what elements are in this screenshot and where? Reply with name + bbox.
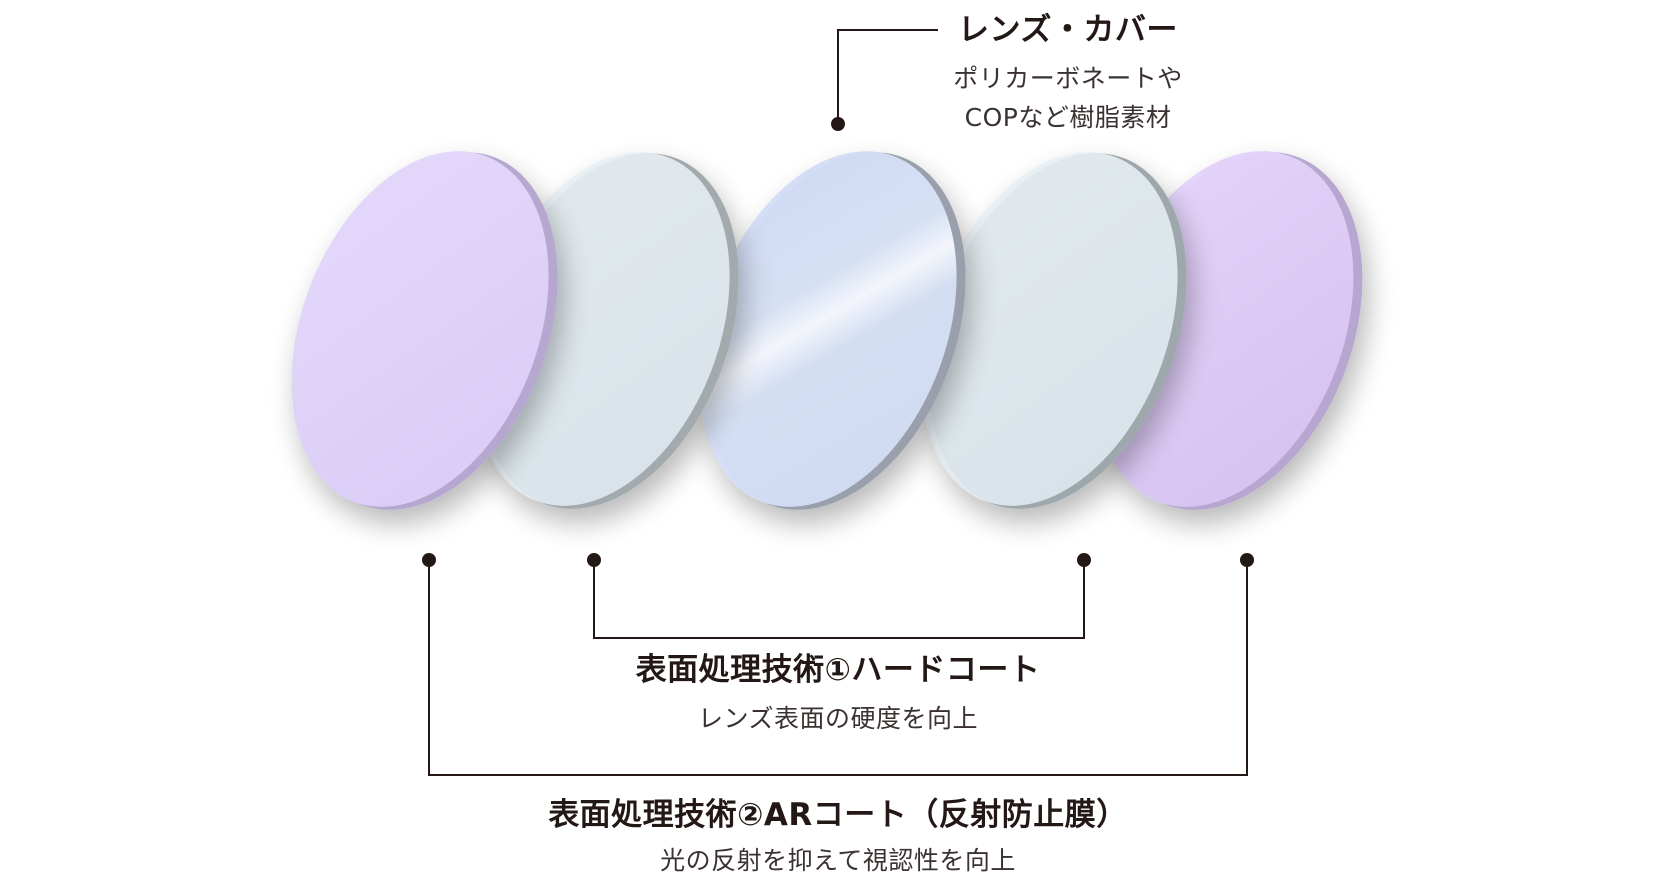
ar-coat-bracket (428, 560, 1248, 776)
ar-coat-disc-left (291, 151, 558, 510)
lens-cover-disc (699, 151, 966, 510)
lens-cover-description-line-1: ポリカーボネートや (953, 64, 1183, 93)
lens-cover-description-line-2: COPなど樹脂素材 (964, 103, 1172, 132)
lens-cover-leader (837, 29, 938, 124)
hard-coat-bracket (593, 560, 1085, 639)
hard-coat-title: 表面処理技術①ハードコート (635, 652, 1041, 688)
ar-coat-dot-right (1240, 553, 1254, 567)
hard-coat-dot-left (587, 553, 601, 567)
hard-coat-dot-right (1077, 553, 1091, 567)
hard-coat-disc-right (922, 152, 1187, 509)
lens-cover-dot (831, 117, 845, 131)
ar-coat-dot-left (422, 553, 436, 567)
lens-cover-title: レンズ・カバー (958, 12, 1178, 48)
ar-coat-title: 表面処理技術②ARコート（反射防止膜） (548, 797, 1128, 833)
ar-coat-description: 光の反射を抑えて視認性を向上 (660, 846, 1016, 875)
hard-coat-description: レンズ表面の硬度を向上 (697, 704, 978, 733)
